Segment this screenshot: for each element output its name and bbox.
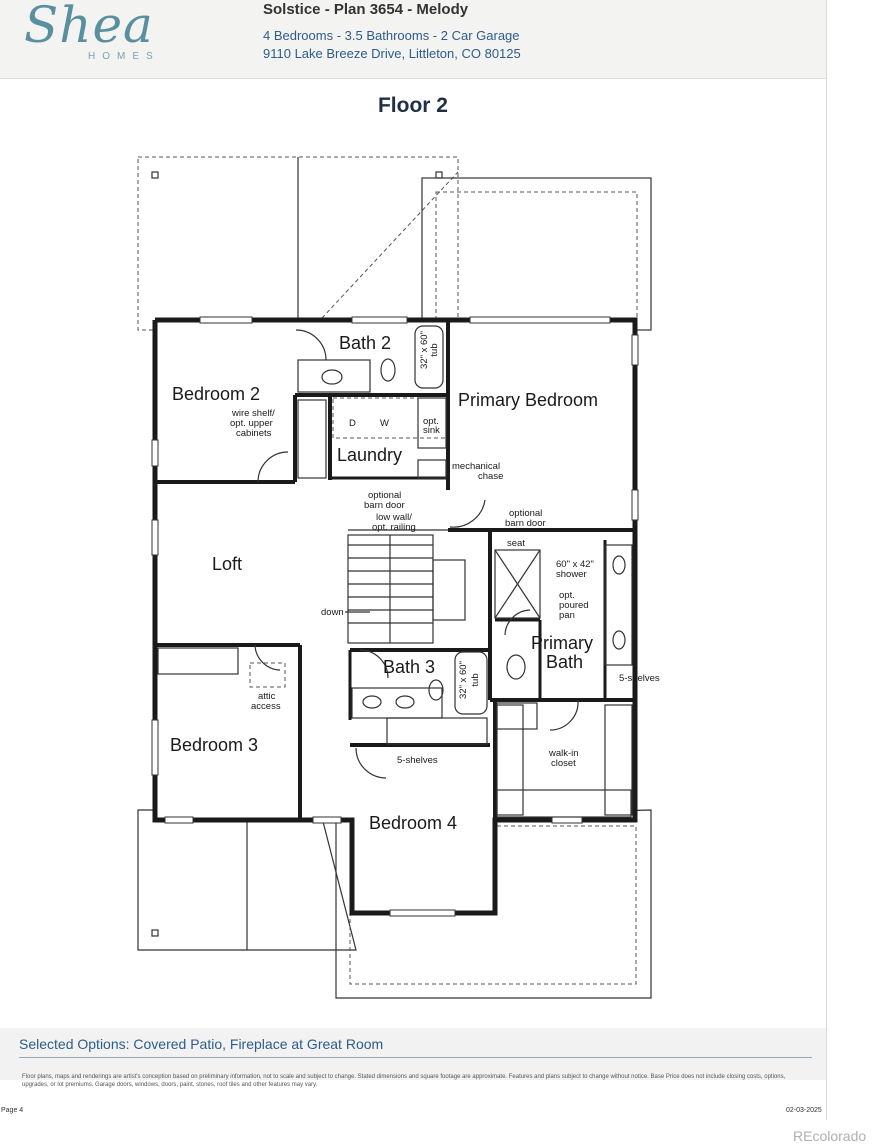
room-bath-3: Bath 3 [383,657,435,677]
tub-label-1b: tub [429,343,440,356]
interior-walls [155,320,635,820]
plan-spec: 4 Bedrooms - 3.5 Bathrooms - 2 Car Garag… [263,28,520,43]
bath2-fixtures [297,325,444,393]
barn-door-note-1b: barn door [364,500,405,511]
room-bath-2: Bath 2 [339,333,391,353]
recolorado-watermark: REcolorado [793,1128,867,1144]
opt-sink-note-2: sink [423,425,440,436]
room-primary-bedroom: Primary Bedroom [458,390,598,410]
page-date: 02-03-2025 [786,1107,822,1114]
poured-pan-note-3: pan [559,610,575,621]
shelves-note-bath3: 5-shelves [397,755,438,766]
low-wall-note-2: opt. railing [372,522,416,533]
room-primary-bath-line1: Primary [531,633,593,653]
logo-wordmark: Shea [24,0,154,54]
wire-shelf-note-2: opt. upper [230,418,273,429]
room-bedroom-4: Bedroom 4 [369,813,457,833]
stair-down-label: down [321,607,344,618]
room-loft: Loft [212,554,242,574]
plan-address: 9110 Lake Breeze Drive, Littleton, CO 80… [263,46,521,61]
header-bar: Shea HOMES Solstice - Plan 3654 - Melody… [0,0,826,79]
tub-label-2b: tub [470,673,481,686]
poured-pan-note-2: poured [559,600,589,611]
page-number: Page 4 [1,1107,24,1114]
room-primary-bath-line2: Bath [546,652,583,672]
options-divider [19,1057,812,1058]
floor-title: Floor 2 [377,94,448,117]
opt-sink-note-1: opt. [423,416,439,427]
bath3-fixtures [351,651,488,719]
barn-door-note-1a: optional [368,490,401,501]
walk-in-closet-note-1: walk-in [548,748,579,759]
plan-title: Solstice - Plan 3654 - Melody [263,1,469,18]
shea-homes-logo: Shea HOMES [24,0,214,72]
mechanical-chase-note-2: chase [478,471,503,482]
low-wall-note-1: low wall/ [376,512,412,523]
upper-right-deck [421,171,652,331]
dryer-label: D [349,418,356,429]
tub-label-2a: 32" x 60" [458,661,469,699]
brochure-page: Shea HOMES Solstice - Plan 3654 - Melody… [0,0,827,1120]
laundry-fixtures [332,397,447,479]
primary-bath-fixtures [494,544,633,680]
logo-subtext: HOMES [88,51,160,62]
poured-pan-note-1: opt. [559,590,575,601]
seat-label: seat [507,538,525,549]
lower-left-deck [137,809,357,951]
mechanical-chase-note-1: mechanical [452,461,500,472]
shelves-note-primary: 5-shelves [619,673,660,684]
floor-plan: Bath 2 Bedroom 2 Primary Bedroom Laundry… [137,156,660,999]
exterior-walls [151,316,639,917]
washer-label: W [380,418,389,429]
tub-label-1a: 32" x 60" [419,331,430,369]
wire-shelf-note-3: cabinets [236,428,272,439]
door-swings [254,329,579,779]
room-laundry: Laundry [337,445,402,465]
barn-door-note-2b: barn door [505,518,546,529]
stairs [345,534,466,644]
attic-access-note-1: attic [258,691,276,702]
selected-options-panel: Selected Options: Covered Patio, Firepla… [0,1028,826,1080]
shower-note-1: 60" x 42" [556,559,594,570]
shower-note-2: shower [556,569,587,580]
room-bedroom-2: Bedroom 2 [172,384,260,404]
legal-disclaimer: Floor plans, maps and renderings are art… [22,1074,786,1088]
upper-left-roof [137,156,459,331]
room-bedroom-3: Bedroom 3 [170,735,258,755]
walk-in-closet-note-2: closet [551,758,576,769]
barn-door-note-2a: optional [509,508,542,519]
attic-access-note-2: access [251,701,281,712]
selected-options-text: Selected Options: Covered Patio, Firepla… [19,1036,384,1052]
wire-shelf-note-1: wire shelf/ [231,408,275,419]
